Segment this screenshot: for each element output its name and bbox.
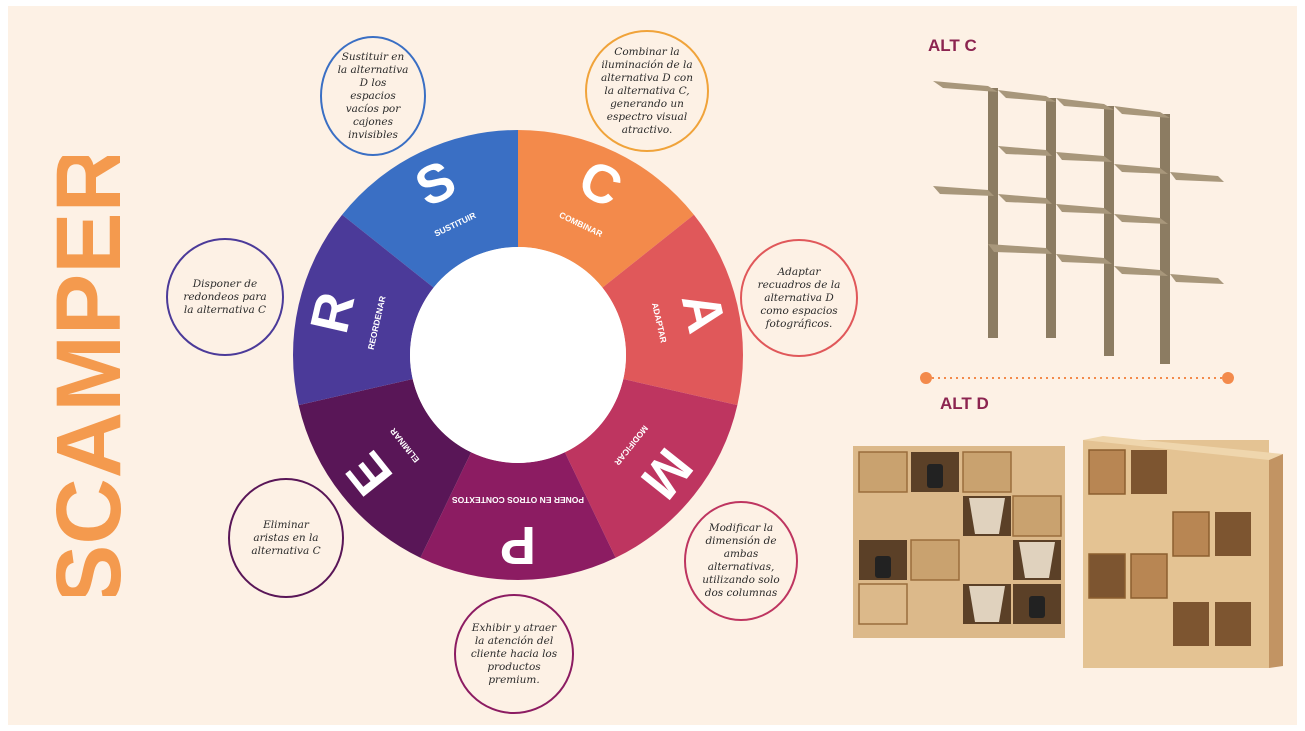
alt-d-label: ALT D: [940, 394, 989, 413]
scamper-wheel: SSUSTITUIRCCOMBINARAADAPTARMMODIFICARPPO…: [293, 130, 743, 580]
bubble-reordenar-text: Disponer de redondeos para la alternativ…: [183, 277, 267, 316]
bubble-adaptar: Adaptar recuadros de la alternativa D co…: [740, 239, 858, 357]
bubble-combinar: Combinar la iluminación de la alternativ…: [585, 30, 709, 152]
alt-c-shelf-image: [933, 81, 1224, 364]
wheel-letter-p: P: [500, 515, 536, 575]
scamper-title: SCAMPER: [38, 156, 140, 596]
wheel-segment-p: [420, 452, 616, 580]
bubble-adaptar-text: Adaptar recuadros de la alternativa D co…: [757, 265, 841, 330]
bubble-reordenar: Disponer de redondeos para la alternativ…: [166, 238, 284, 356]
bubble-sustituir: Sustituir en la alternativa D los espaci…: [320, 36, 426, 156]
wheel-segment-a: [602, 214, 743, 406]
wheel-label-p: PONER EN OTROS CONTEXTOS: [452, 495, 584, 505]
bubble-eliminar: Eliminar aristas en la alternativa C: [228, 478, 344, 598]
bubble-poner-text: Exhibir y atraer la atención del cliente…: [470, 621, 558, 686]
wheel-segment-c: [518, 130, 694, 288]
bubble-sustituir-text: Sustituir en la alternativa D los espaci…: [337, 50, 409, 141]
alt-c-label: ALT C: [928, 36, 977, 55]
bubble-modificar: Modificar la dimensión de ambas alternat…: [684, 501, 798, 621]
bubble-poner: Exhibir y atraer la atención del cliente…: [454, 594, 574, 714]
wheel-segment-s: [342, 130, 518, 288]
dotted-divider: [920, 372, 1234, 384]
wheel-segment-e: [298, 379, 472, 558]
wheel-segment-r: [293, 214, 434, 406]
bubble-modificar-text: Modificar la dimensión de ambas alternat…: [702, 522, 780, 599]
title-text: SCAMPER: [38, 156, 140, 596]
wheel-center: [410, 247, 626, 463]
bubble-eliminar-text: Eliminar aristas en la alternativa C: [251, 518, 321, 557]
alt-d-shelf-image: [853, 436, 1283, 668]
bubble-combinar-text: Combinar la iluminación de la alternativ…: [601, 45, 693, 136]
wheel-segment-m: [564, 379, 738, 558]
